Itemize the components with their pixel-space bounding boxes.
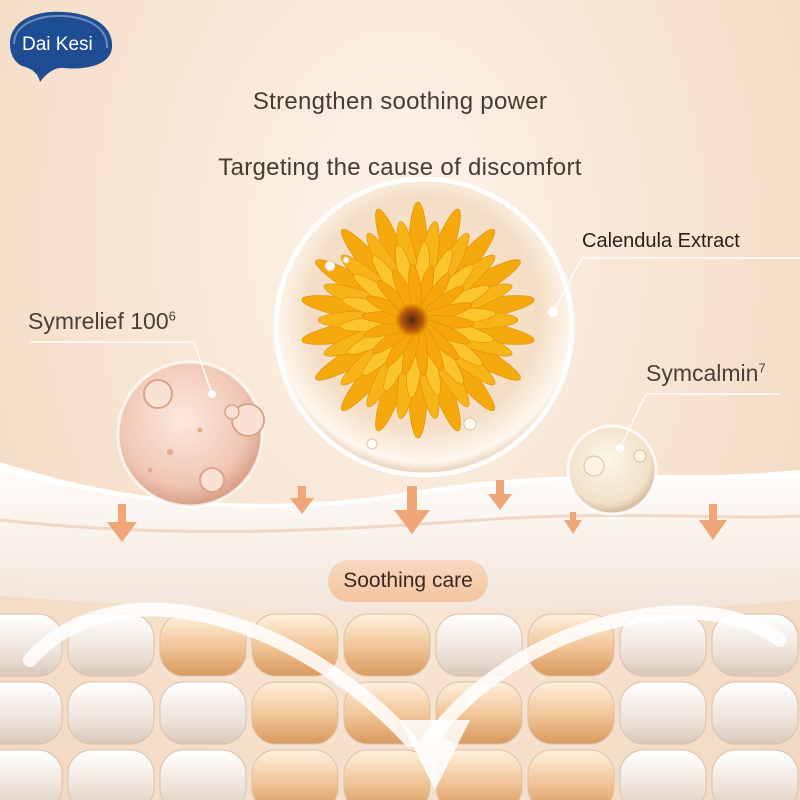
skin-cells xyxy=(0,613,799,800)
calendula-bubble xyxy=(273,176,575,478)
skin-cell xyxy=(343,749,431,800)
skin-cell xyxy=(251,681,339,745)
leader-lines xyxy=(30,257,800,449)
headline-title: Strengthen soothing power xyxy=(252,88,548,115)
brand-name: Dai Kesi xyxy=(22,34,93,55)
skin-cell xyxy=(159,681,247,745)
symcalmin-bubble xyxy=(566,424,658,516)
skin-cell xyxy=(67,749,155,800)
skin-cell xyxy=(159,749,247,800)
skin-cell xyxy=(67,681,155,745)
ingredient-label-symrelief: Symrelief 1006 xyxy=(28,308,176,334)
ingredient-label-calendula: Calendula Extract xyxy=(582,230,740,252)
skin-cell xyxy=(619,749,707,800)
ingredient-label-symcalmin: Symcalmin7 xyxy=(646,360,766,386)
skin-cell xyxy=(343,613,431,677)
penetration-arrow-icon xyxy=(23,602,787,747)
symrelief-bubble xyxy=(116,360,265,508)
skin-cell xyxy=(0,613,63,677)
headline-subtitle: Targeting the cause of discomfort xyxy=(218,154,582,181)
skin-cell xyxy=(711,749,799,800)
arrow-icons xyxy=(107,480,727,542)
skin-cell xyxy=(527,681,615,745)
skin-cell xyxy=(0,749,63,800)
skin-cell xyxy=(711,681,799,745)
skin-cell xyxy=(251,749,339,800)
skin-cell xyxy=(527,749,615,800)
skin-cell xyxy=(619,681,707,745)
skin-cell xyxy=(0,681,63,745)
skin-cell xyxy=(435,613,523,677)
brand-badge xyxy=(10,11,113,83)
soothing-care-badge: Soothing care xyxy=(328,560,488,602)
